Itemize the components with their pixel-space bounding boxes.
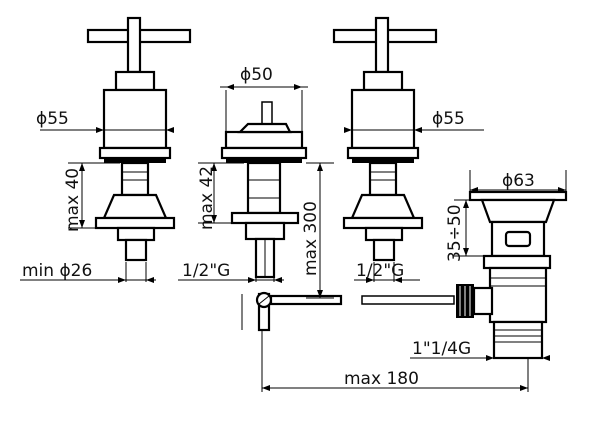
right-tap-flange [346, 146, 420, 160]
right-tap-stem [368, 161, 398, 197]
right-tap-washer [352, 158, 414, 163]
left-tap-stem [120, 161, 150, 197]
waste-bowl [480, 198, 556, 224]
right-tap-tail [372, 238, 396, 262]
spout-stem [246, 161, 282, 215]
dim-d50: ϕ50 [240, 65, 273, 85]
popup-lever-horizontal [269, 294, 343, 306]
center-spout [220, 101, 343, 332]
waste-lever-rod [361, 295, 455, 305]
left-tap-handle-stem [126, 16, 142, 74]
spout-dome [237, 122, 292, 134]
left-tap-tail [124, 238, 148, 262]
right-tap-cone [350, 193, 416, 220]
dim-max180: max 180 [344, 369, 419, 389]
waste-flange [468, 190, 568, 202]
left-tap-cap [114, 70, 156, 92]
spout-flange [220, 146, 308, 160]
left-tap-body [102, 88, 168, 150]
left-tap-cone [102, 193, 168, 220]
spout-nut [230, 211, 300, 225]
waste-window [504, 230, 532, 248]
dim-d55-left: ϕ55 [36, 109, 69, 129]
waste-nut [482, 254, 552, 270]
dim-min26: min ϕ26 [22, 261, 92, 281]
right-tap-nut [342, 216, 424, 230]
left-tap-nut [94, 216, 176, 230]
right-tap [332, 16, 438, 262]
right-tap-lower-nut [364, 226, 404, 242]
left-tap-washer [104, 158, 166, 163]
waste-tailpiece [488, 266, 548, 324]
right-tap-handle-stem [374, 16, 390, 74]
popup-rod [261, 101, 273, 127]
dim-half-g-right: 1/2"G [356, 261, 404, 281]
spout-top [224, 130, 304, 150]
dim-d55-right: ϕ55 [432, 109, 465, 129]
dim-max42: max 42 [197, 166, 217, 230]
spout-washer [226, 158, 302, 163]
dim-max300: max 300 [301, 201, 321, 276]
dim-half-g-center: 1/2"G [182, 261, 230, 281]
left-tap [86, 16, 192, 262]
right-tap-body [350, 88, 416, 150]
right-tap-cap [362, 70, 404, 92]
dim-max40: max 40 [63, 168, 83, 232]
spout-lower-nut [244, 221, 286, 241]
dim-d63: ϕ63 [502, 171, 535, 191]
waste-tail [492, 320, 544, 360]
left-tap-flange [98, 146, 172, 160]
pop-up-waste [361, 190, 568, 360]
waste-side-connector [472, 286, 494, 316]
dim-one-quarter-g: 1"1/4G [412, 339, 471, 359]
dim-35-50: 35÷50 [445, 204, 465, 262]
left-tap-lower-nut [116, 226, 156, 242]
